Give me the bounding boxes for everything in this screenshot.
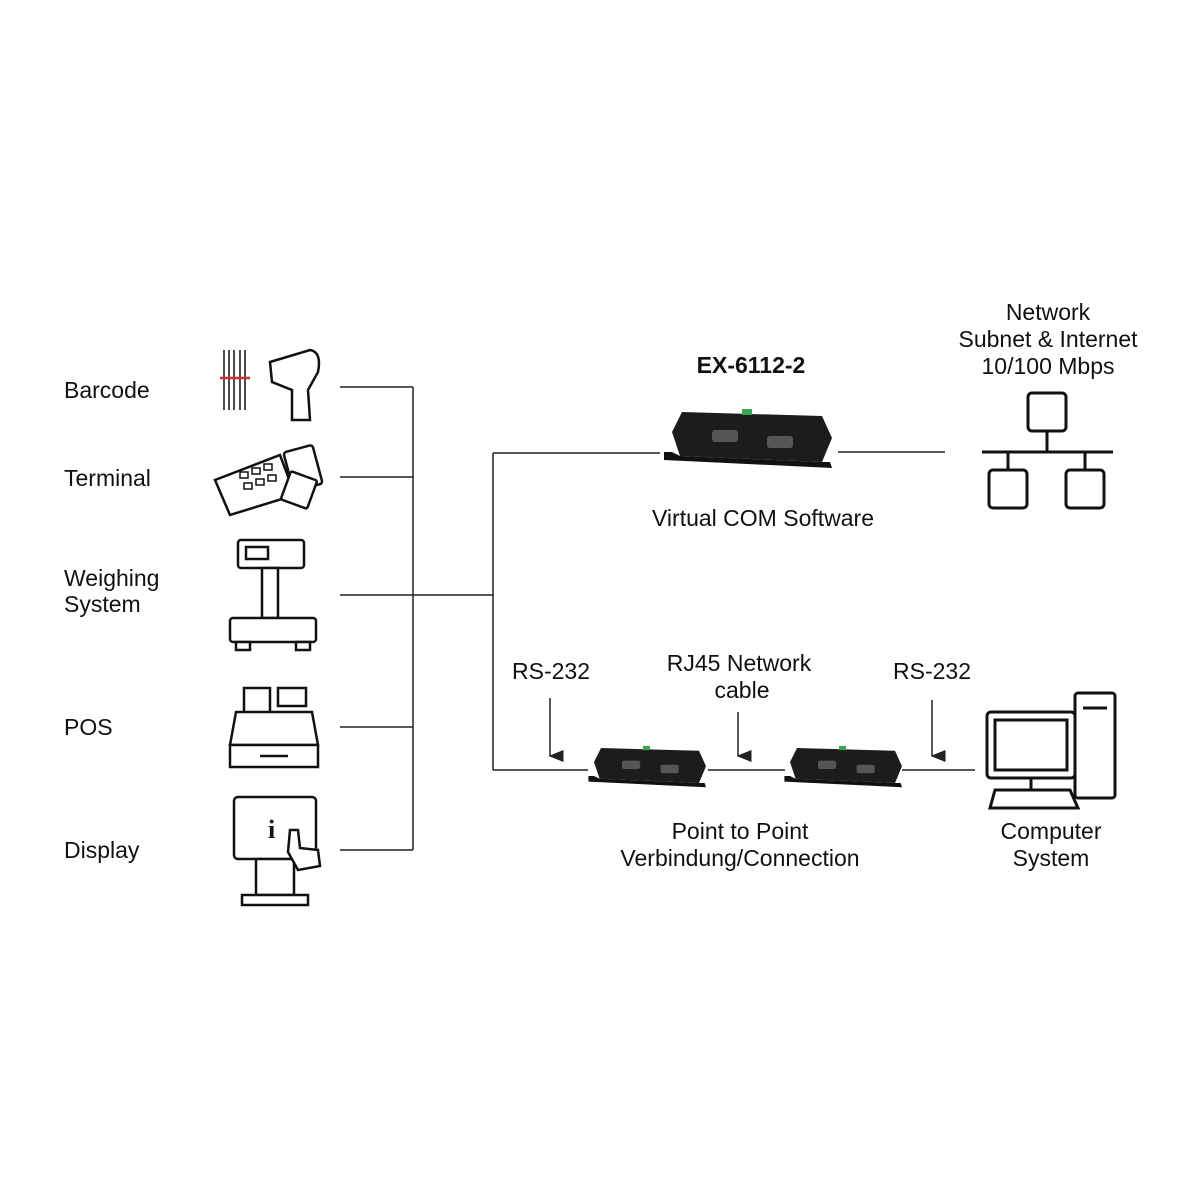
network-label-line3: 10/100 Mbps (981, 353, 1115, 379)
rj45-label-line1: RJ45 Network (666, 650, 812, 676)
computer-label-line2: System (1012, 845, 1090, 871)
computer-label-line1: Computer (1000, 818, 1102, 844)
device-model-label: EX-6112-2 (696, 352, 806, 378)
network-topology-icon (982, 391, 1113, 510)
ex-6112-2-device (664, 409, 832, 468)
network-label-line1: Network (1005, 299, 1091, 325)
device-label-display: Display (64, 837, 140, 863)
connection-lines (340, 386, 975, 851)
payment-terminal-icon (213, 444, 324, 517)
point-to-point-device-right (784, 745, 902, 788)
info-kiosk-icon: i (232, 795, 322, 907)
weighing-scale-icon (228, 538, 318, 652)
rs232-label-right: RS-232 (893, 658, 971, 684)
device-label-weighing-line1: Weighing (64, 565, 160, 591)
device-label-terminal: Terminal (64, 465, 151, 491)
rs232-label-left: RS-232 (512, 658, 590, 684)
device-label-barcode: Barcode (64, 377, 150, 403)
point-to-point-caption-line2: Verbindung/Connection (620, 845, 860, 871)
device-label-pos: POS (64, 714, 113, 740)
desktop-computer-icon (985, 691, 1117, 810)
point-to-point-device-left (588, 745, 706, 788)
barcode-scanner-icon (220, 348, 321, 422)
network-label-line2: Subnet & Internet (958, 326, 1138, 352)
cash-register-icon (228, 686, 320, 769)
device-label-weighing-line2: System (64, 591, 141, 617)
point-to-point-caption-line1: Point to Point (671, 818, 809, 844)
svg-text:i: i (268, 815, 275, 844)
rj45-label-line2: cable (714, 677, 770, 703)
virtual-com-caption: Virtual COM Software (652, 505, 874, 531)
